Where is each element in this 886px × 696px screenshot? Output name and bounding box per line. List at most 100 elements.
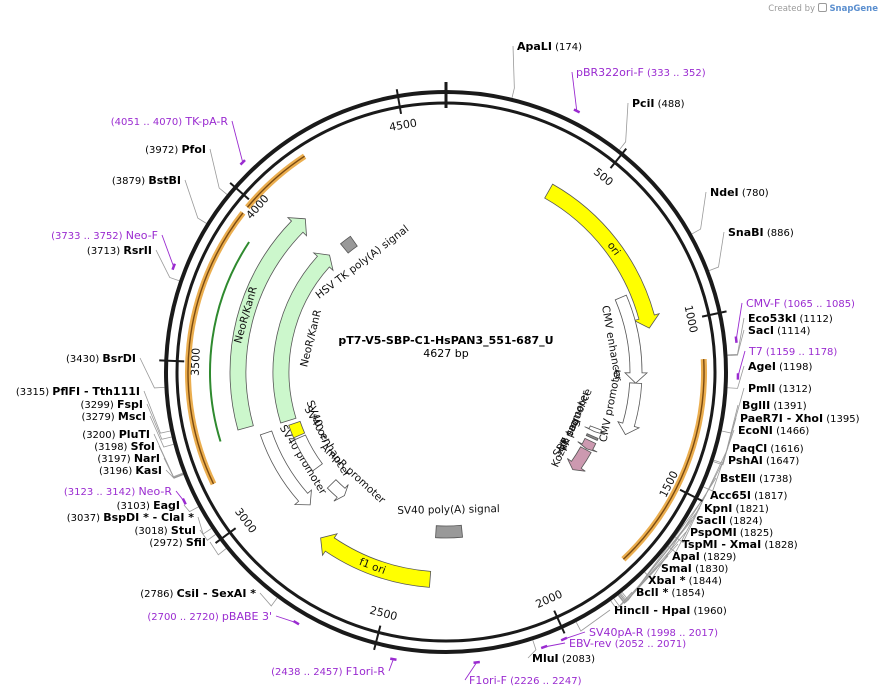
site-label[interactable]: (3037) BspDI * - ClaI * — [67, 511, 194, 524]
site-label[interactable]: PciI (488) — [632, 97, 685, 110]
primer-label[interactable]: T7 (1159 .. 1178) — [748, 345, 837, 358]
site-pos: (1854) — [668, 588, 705, 599]
site-name: PspOMI — [690, 526, 737, 539]
site-label[interactable]: SmaI (1830) — [661, 562, 728, 575]
site-label[interactable]: ApaLI (174) — [517, 40, 582, 53]
site-leader — [146, 403, 172, 440]
primer-label[interactable]: (3123 .. 3142) Neo-R — [64, 485, 173, 498]
site-label[interactable]: (3299) FspI — [81, 398, 143, 411]
label-layer: ApaLI (174) PciI (488) NdeI (780) SnaBI (88… — [16, 40, 860, 687]
site-label[interactable]: ApaI (1829) — [672, 550, 736, 563]
feature-label: SV40 ori — [304, 399, 331, 445]
site-label[interactable]: SacII (1824) — [696, 514, 763, 527]
site-label[interactable]: (2972) SfiI — [149, 536, 206, 549]
site-name: EagI — [153, 499, 180, 512]
site-label[interactable]: (3197) NarI — [97, 452, 160, 465]
site-label[interactable]: PmlI (1312) — [748, 382, 812, 395]
site-pos: (2083) — [559, 654, 596, 665]
tick-label: 500 — [591, 165, 616, 188]
site-label[interactable]: HincII - HpaI (1960) — [614, 604, 727, 617]
site-leader — [184, 179, 207, 224]
primer-mark — [390, 657, 397, 661]
site-label[interactable]: Eco53kI (1112) — [748, 312, 833, 325]
primer-mark — [560, 636, 568, 642]
site-pos: (3037) — [67, 513, 103, 524]
site-label[interactable]: (2786) CsiI - SexAI * — [140, 587, 256, 600]
site-label[interactable]: (3018) StuI — [134, 524, 196, 537]
primer-pos: (2700 .. 2720) — [147, 612, 222, 623]
site-pos: (1312) — [775, 384, 812, 395]
site-label[interactable]: (3713) RsrII — [87, 244, 152, 257]
feature-arrow — [288, 420, 306, 439]
tick-mark — [159, 359, 185, 363]
site-label[interactable]: PaeR7I - XhoI (1395) — [740, 412, 860, 425]
site-label[interactable]: PaqCI (1616) — [732, 442, 804, 455]
site-label[interactable]: XbaI * (1844) — [648, 574, 722, 587]
site-leader — [149, 415, 174, 448]
feature-f1-ori[interactable]: f1 ori — [320, 533, 432, 588]
site-pos: (488) — [654, 99, 684, 110]
primer-name: Neo-F — [126, 229, 158, 242]
primer-label[interactable]: (2438 .. 2457) F1ori-R — [271, 665, 385, 678]
site-label[interactable]: (3430) BsrDI — [66, 352, 136, 365]
site-label[interactable]: NdeI (780) — [710, 186, 769, 199]
site-name: PciI — [632, 97, 654, 110]
site-label[interactable]: BstEII (1738) — [720, 472, 792, 485]
feature-arrow — [293, 434, 323, 472]
site-label[interactable]: Acc65I (1817) — [710, 489, 787, 502]
feature-label: NeoR/KanR — [232, 285, 260, 345]
feature-sv40-poly-a-signal[interactable]: SV40 poly(A) signal — [397, 503, 500, 539]
site-pos: (1466) — [773, 426, 810, 437]
site-label[interactable]: SnaBI (886) — [728, 226, 794, 239]
tick-mark — [395, 89, 403, 115]
site-name: XbaI * — [648, 574, 686, 587]
site-leader — [155, 249, 180, 282]
site-label[interactable]: (3279) MscI — [81, 410, 146, 423]
site-label[interactable]: PspOMI (1825) — [690, 526, 773, 539]
feature-ori[interactable]: ori — [544, 183, 661, 329]
site-name: Acc65I — [710, 489, 751, 502]
primer-name: F1ori-R — [346, 665, 386, 678]
primer-label[interactable]: (3733 .. 3752) Neo-F — [51, 229, 158, 242]
site-pos: (1821) — [732, 504, 769, 515]
primer-label[interactable]: (2700 .. 2720) pBABE 3' — [147, 610, 272, 623]
site-label[interactable]: MluI (2083) — [532, 652, 595, 665]
site-label[interactable]: (3200) PluTI — [82, 428, 150, 441]
tick-mark — [229, 182, 250, 201]
plasmid-size: 4627 bp — [423, 347, 468, 360]
site-label[interactable]: (3103) EagI — [117, 499, 180, 512]
site-label[interactable]: TspMI - XmaI (1828) — [682, 538, 798, 551]
site-label[interactable]: BclI * (1854) — [636, 586, 705, 599]
tick-mark — [214, 527, 237, 544]
site-label[interactable]: BglII (1391) — [742, 399, 807, 412]
site-pos: (3200) — [82, 430, 118, 441]
site-label[interactable]: EcoNI (1466) — [738, 424, 809, 437]
site-name: BsrDI — [102, 352, 136, 365]
primer-leader — [161, 234, 175, 267]
site-name: BspDI * - ClaI * — [103, 511, 194, 524]
site-pos: (1824) — [726, 516, 763, 527]
site-label[interactable]: PshAI (1647) — [728, 454, 799, 467]
site-label[interactable]: (3198) SfoI — [94, 440, 155, 453]
site-leader — [183, 504, 199, 513]
primer-label[interactable]: (4051 .. 4070) TK-pA-R — [111, 115, 229, 128]
site-label[interactable]: (3879) BstBI — [112, 174, 181, 187]
site-name: BstBI — [148, 174, 181, 187]
site-label[interactable]: (3196) KasI — [99, 464, 162, 477]
feature-neor-kanr[interactable]: NeoR/KanR — [272, 252, 334, 424]
feature-arrow — [339, 235, 358, 254]
primer-label[interactable]: F1ori-F (2226 .. 2247) — [469, 674, 582, 687]
primer-label[interactable]: EBV-rev (2052 .. 2071) — [569, 637, 686, 650]
site-label[interactable]: KpnI (1821) — [704, 502, 769, 515]
site-label[interactable]: SacI (1114) — [748, 324, 810, 337]
primer-mark — [473, 660, 480, 664]
primer-label[interactable]: pBR322ori-F (333 .. 352) — [576, 66, 706, 79]
primer-leader — [737, 350, 746, 377]
primer-label[interactable]: SV40pA-R (1998 .. 2017) — [589, 626, 718, 639]
primer-label[interactable]: CMV-F (1065 .. 1085) — [746, 297, 855, 310]
site-label[interactable]: (3315) PflFI - Tth111I — [16, 385, 140, 398]
site-label[interactable]: AgeI (1198) — [748, 360, 812, 373]
site-label[interactable]: (3972) PfoI — [145, 143, 206, 156]
site-leader — [575, 609, 611, 632]
site-leader — [727, 365, 745, 389]
